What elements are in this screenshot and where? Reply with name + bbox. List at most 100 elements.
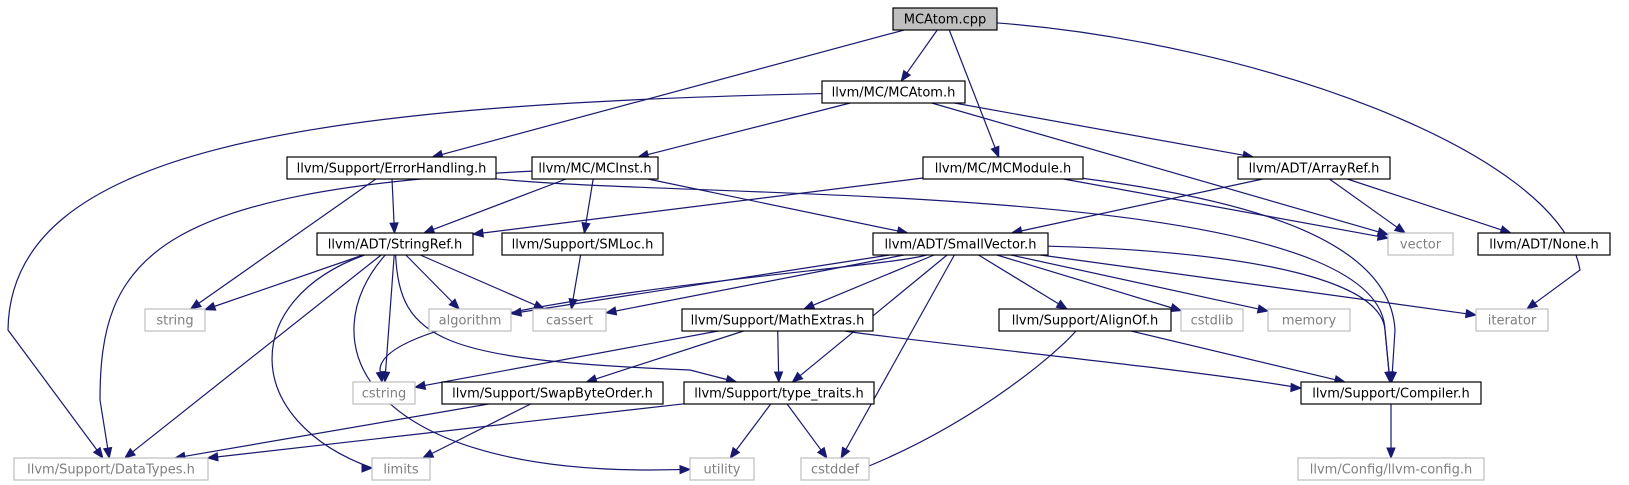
node-errorhandling-h[interactable]: llvm/Support/ErrorHandling.h	[286, 156, 497, 180]
node-algorithm[interactable]: algorithm	[428, 308, 512, 332]
node-swapbyteorder-h[interactable]: llvm/Support/SwapByteOrder.h	[441, 381, 664, 405]
node-label: llvm/Support/DataTypes.h	[27, 463, 195, 478]
edge-arrayref-h-to-smallvector-h	[1021, 178, 1263, 232]
node-memory[interactable]: memory	[1267, 308, 1351, 332]
node-label: cstring	[362, 387, 406, 402]
edge-swapbyteorder-h-to-limits-arrowhead	[421, 449, 435, 459]
edge-mathextras-h-to-compiler-h-arrowhead	[1290, 382, 1303, 393]
node-label: llvm/Support/SwapByteOrder.h	[452, 387, 653, 402]
edge-smallvector-h-to-alignof-h-arrowhead	[1055, 299, 1069, 310]
node-label: llvm/ADT/SmallVector.h	[885, 238, 1037, 253]
node-label: llvm/Support/type_traits.h	[694, 387, 864, 402]
edge-smallvector-h-to-memory	[1010, 254, 1259, 310]
edge-mathextras-h-to-compiler-h	[844, 330, 1301, 389]
node-box	[441, 381, 664, 405]
node-arrayref-h[interactable]: llvm/ADT/ArrayRef.h	[1237, 156, 1391, 180]
node-smloc-h[interactable]: llvm/Support/SMLoc.h	[501, 232, 664, 256]
edge-smallvector-h-to-mathextras-h-arrowhead	[802, 300, 816, 310]
edge-arrayref-h-to-none-h	[1347, 178, 1502, 231]
edge-mcmodule-h-to-stringref-h	[482, 177, 924, 234]
edge-type-traits-h-to-datatypes-h-arrowhead	[206, 452, 219, 462]
node-mcatom-cpp[interactable]: MCAtom.cpp	[892, 7, 998, 31]
node-box	[1180, 308, 1244, 332]
node-label: llvm/Support/ErrorHandling.h	[297, 162, 487, 177]
node-type-traits-h[interactable]: llvm/Support/type_traits.h	[683, 381, 875, 405]
node-mathextras-h[interactable]: llvm/Support/MathExtras.h	[681, 308, 874, 332]
node-label: llvm/MC/MCAtom.h	[832, 86, 956, 101]
node-none-h[interactable]: llvm/ADT/None.h	[1477, 232, 1611, 256]
node-label: limits	[383, 463, 419, 478]
node-box	[892, 7, 998, 31]
node-label: llvm/Support/Compiler.h	[1312, 387, 1469, 402]
edge-smallvector-h-to-iterator	[1040, 254, 1467, 315]
edge-mcmodule-h-to-vector-arrowhead	[1376, 231, 1390, 241]
node-label: cstddef	[811, 463, 860, 478]
edge-smallvector-h-to-algorithm-arrowhead	[509, 307, 523, 317]
node-llvm-config-h[interactable]: llvm/Config/llvm-config.h	[1297, 457, 1485, 481]
node-stringref-h[interactable]: llvm/ADT/StringRef.h	[316, 232, 474, 256]
node-label: cstdlib	[1191, 314, 1234, 329]
edge-mcinst-h-to-stringref-h	[433, 178, 567, 231]
node-box	[316, 232, 474, 256]
edge-smallvector-h-to-type-traits-h	[799, 254, 948, 377]
node-box	[1387, 232, 1454, 256]
node-mc-mcatom-h[interactable]: llvm/MC/MCAtom.h	[821, 80, 966, 104]
node-cassert[interactable]: cassert	[532, 308, 607, 332]
edge-swapbyteorder-h-to-limits	[431, 403, 531, 455]
edge-stringref-h-to-string	[214, 254, 364, 307]
node-box	[872, 232, 1049, 256]
node-cstring[interactable]: cstring	[352, 381, 416, 405]
node-label: iterator	[1488, 314, 1537, 329]
edge-smallvector-h-to-cstddef-arrowhead	[840, 446, 851, 460]
edge-mcinst-h-to-smloc-h-arrowhead	[581, 221, 591, 235]
node-datatypes-h[interactable]: llvm/Support/DataTypes.h	[13, 457, 209, 481]
edge-smallvector-h-to-iterator-arrowhead	[1464, 308, 1478, 319]
node-box	[144, 308, 206, 332]
node-box	[1300, 381, 1482, 405]
node-box	[501, 232, 664, 256]
edge-mcatom-cpp-to-mc-mcatom-h	[906, 29, 938, 74]
node-alignof-h[interactable]: llvm/Support/AlignOf.h	[998, 308, 1172, 332]
node-vector[interactable]: vector	[1387, 232, 1454, 256]
edge-errorhandling-h-to-stringref-h-arrowhead	[389, 222, 399, 235]
edge-smallvector-h-to-memory-arrowhead	[1256, 304, 1270, 314]
node-label: MCAtom.cpp	[904, 13, 986, 28]
node-mcmodule-h[interactable]: llvm/MC/MCModule.h	[922, 156, 1084, 180]
graph-edges	[7, 22, 1581, 475]
edge-mcmodule-h-to-vector	[1063, 178, 1379, 237]
edge-smallvector-h-to-mathextras-h	[812, 254, 935, 306]
edge-mc-mcatom-h-to-vector	[931, 102, 1379, 233]
node-string[interactable]: string	[144, 308, 206, 332]
node-label: llvm/Config/llvm-config.h	[1310, 463, 1472, 478]
edge-mathextras-h-to-type-traits-h	[777, 330, 780, 373]
node-limits[interactable]: limits	[371, 457, 431, 481]
edge-mcmodule-h-to-compiler-h	[1082, 177, 1396, 373]
edge-smallvector-h-to-cstddef	[845, 254, 955, 450]
node-mcinst-h[interactable]: llvm/MC/MCInst.h	[531, 156, 659, 180]
edge-stringref-h-to-string-arrowhead	[203, 301, 217, 311]
edge-type-traits-h-to-cstddef-arrowhead	[816, 446, 828, 460]
edge-errorhandling-h-to-compiler-h	[495, 178, 1390, 373]
node-label: vector	[1400, 238, 1442, 253]
edge-smallvector-h-to-compiler-h-arrowhead	[1384, 371, 1394, 384]
edge-stringref-h-to-limits	[271, 254, 373, 469]
edge-smallvector-h-to-algorithm	[520, 254, 890, 313]
edge-stringref-h-to-datatypes-h	[132, 254, 382, 453]
node-box	[13, 457, 209, 481]
node-box	[689, 457, 755, 481]
node-iterator[interactable]: iterator	[1475, 308, 1549, 332]
node-smallvector-h[interactable]: llvm/ADT/SmallVector.h	[872, 232, 1049, 256]
edge-type-traits-h-to-cstddef	[786, 403, 822, 451]
edge-stringref-h-to-utility-arrowhead	[679, 464, 692, 475]
edge-smloc-h-to-cassert	[572, 254, 582, 300]
node-cstddef[interactable]: cstddef	[800, 457, 870, 481]
edge-mcinst-h-to-datatypes-h-arrowhead	[102, 446, 113, 460]
edge-mcatom-cpp-to-iterator	[996, 22, 1581, 304]
edge-smallvector-h-to-alignof-h	[978, 254, 1059, 305]
node-box	[428, 308, 512, 332]
node-compiler-h[interactable]: llvm/Support/Compiler.h	[1300, 381, 1482, 405]
edge-errorhandling-h-to-stringref-h	[391, 178, 395, 224]
node-utility[interactable]: utility	[689, 457, 755, 481]
node-label: llvm/Support/SMLoc.h	[512, 238, 654, 253]
node-cstdlib[interactable]: cstdlib	[1180, 308, 1244, 332]
